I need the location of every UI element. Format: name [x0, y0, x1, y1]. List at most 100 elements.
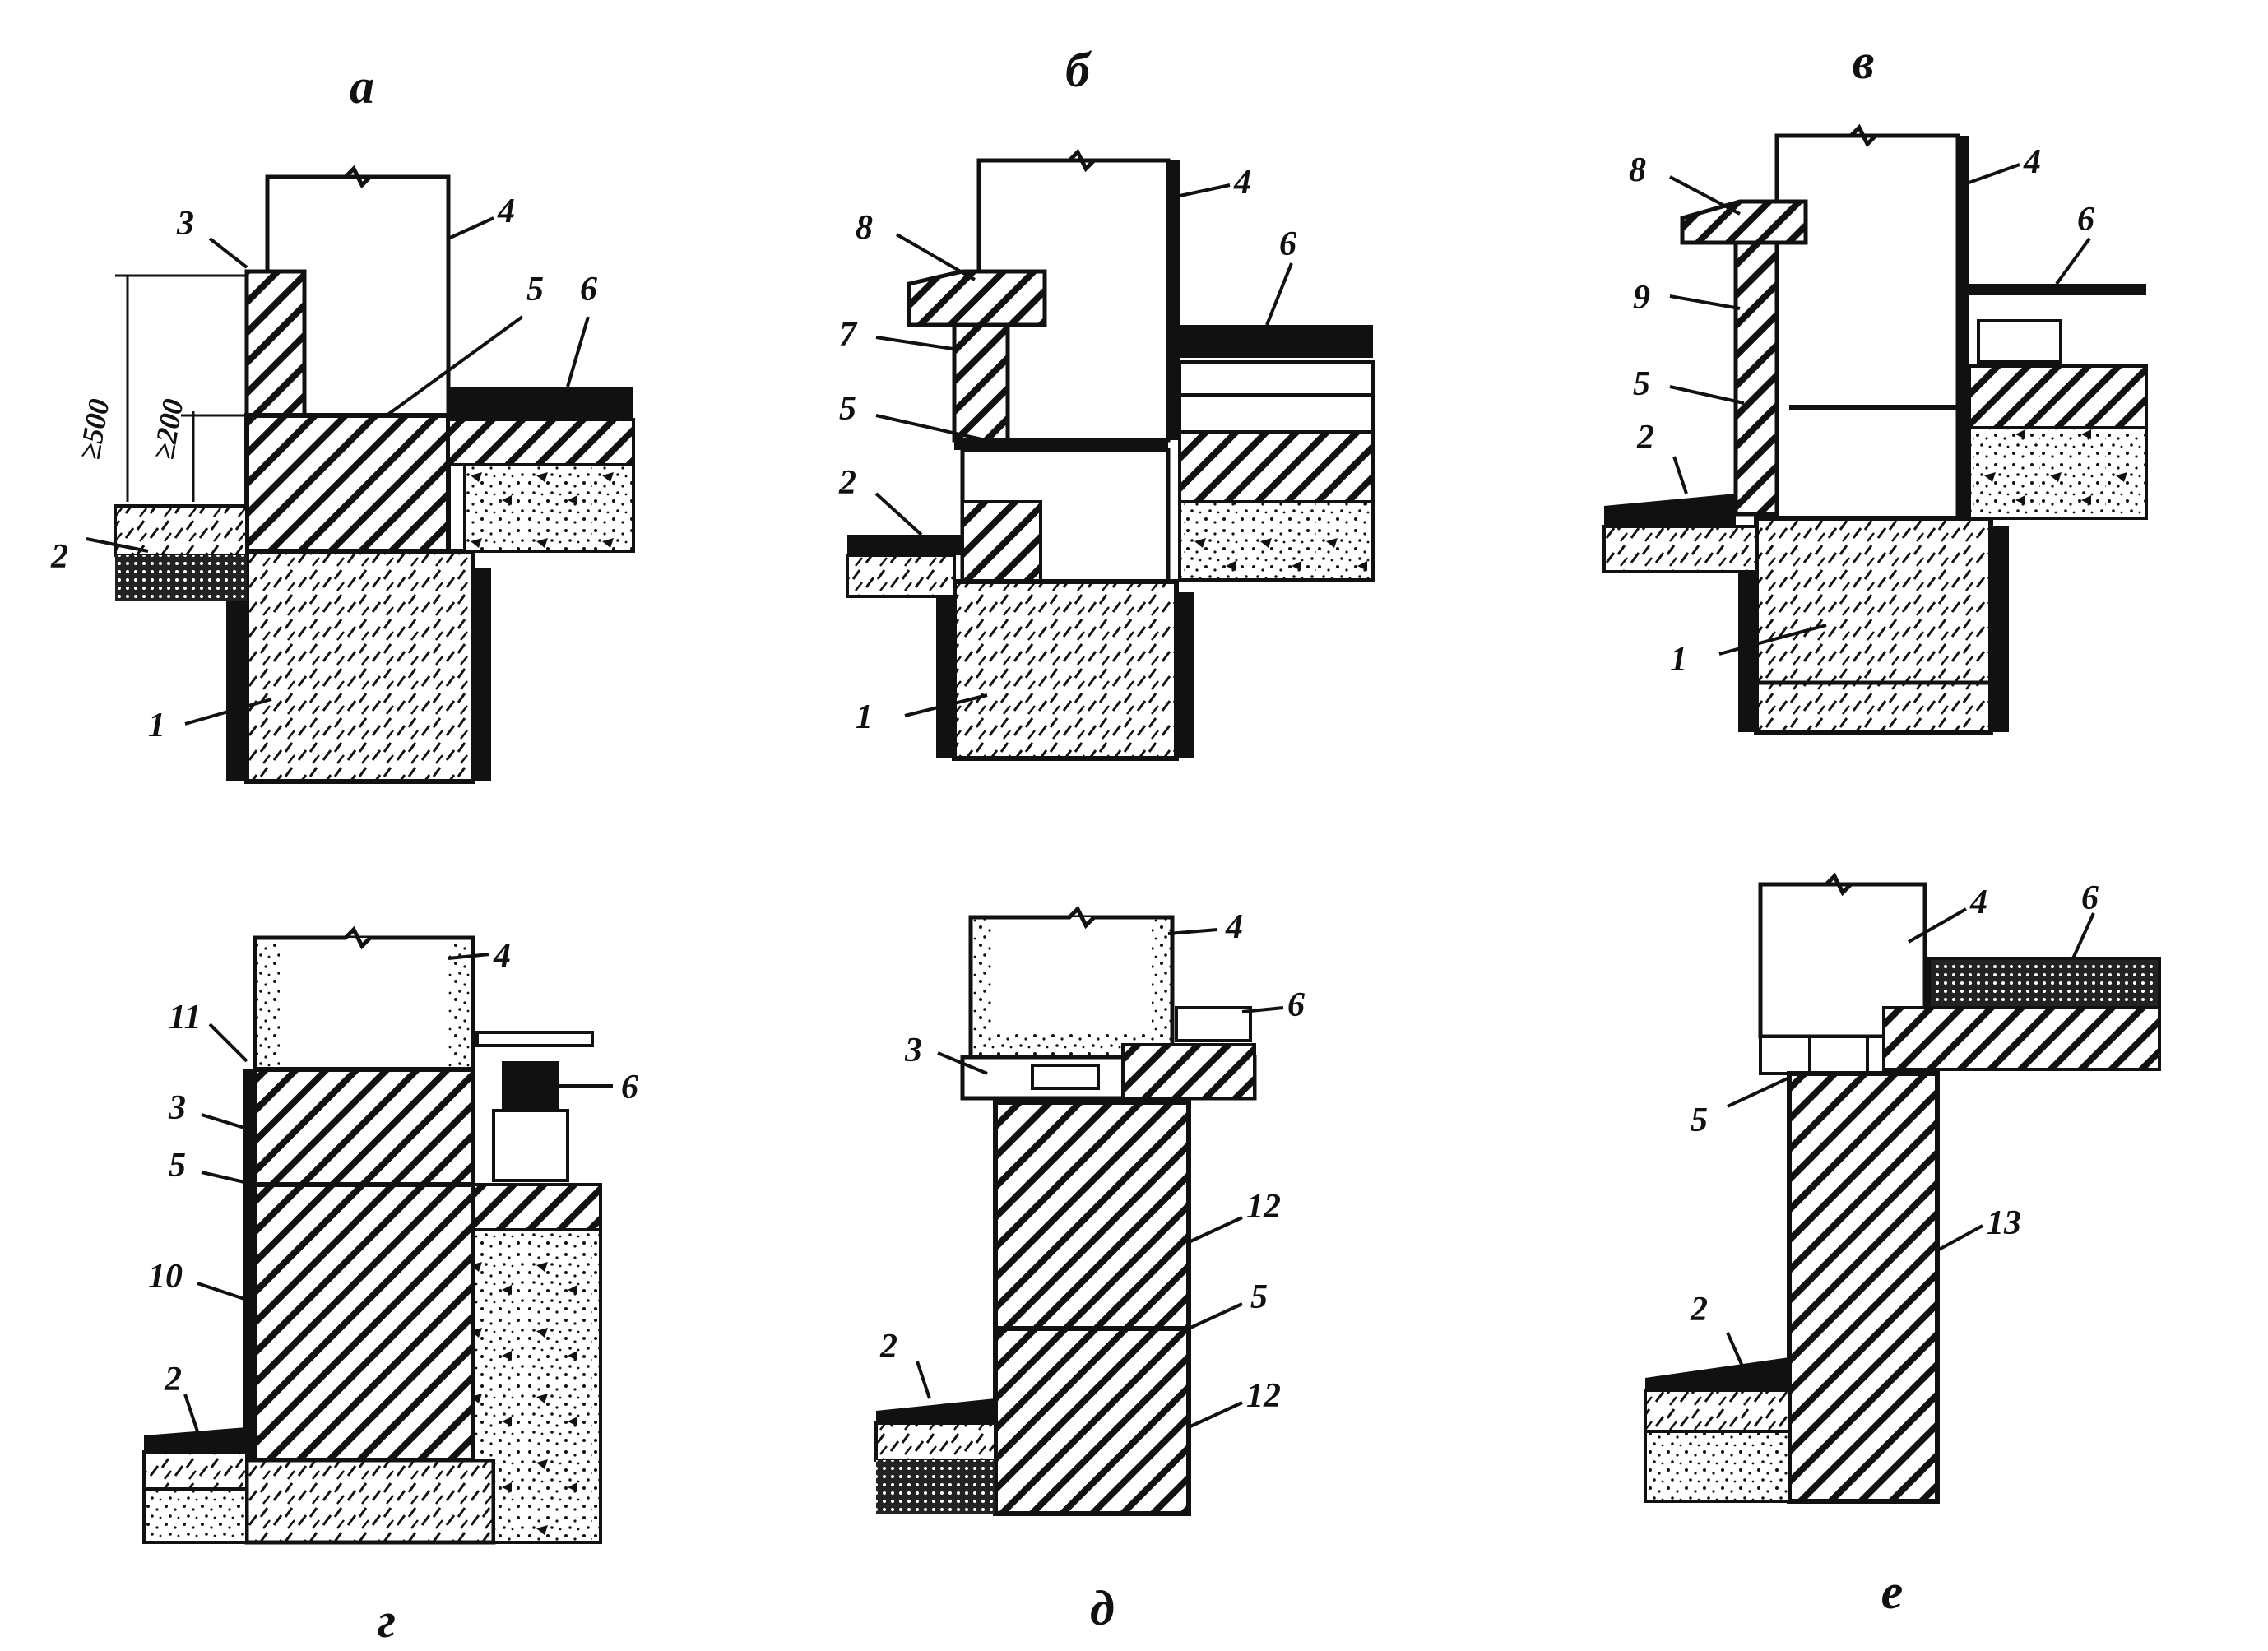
panel-d: д 3 4 6 12 5 12 2	[874, 905, 1305, 1635]
leader-line	[1718, 624, 1827, 656]
leader-line	[916, 1361, 931, 1399]
leader-line	[1669, 294, 1741, 310]
wall-void	[991, 917, 1152, 1032]
panel-label-g: г	[378, 1593, 396, 1648]
leader-line	[448, 216, 494, 240]
blind-area-top	[847, 535, 962, 555]
soil-edge	[936, 592, 954, 758]
break-line	[255, 925, 473, 950]
plinth-block	[244, 413, 451, 554]
leader-line	[1726, 1332, 1746, 1370]
callout-2: 2	[164, 1361, 182, 1398]
compacted-base	[876, 1460, 995, 1514]
wall-inner-line	[1958, 136, 1969, 518]
callout-8: 8	[856, 209, 873, 247]
callout-13: 13	[1987, 1204, 2021, 1242]
callout-4: 4	[493, 937, 511, 975]
plinth-facing-slab	[1733, 240, 1779, 517]
blind-area	[142, 1450, 248, 1491]
leader-line	[1265, 262, 1293, 326]
block-upper	[993, 1100, 1191, 1331]
callout-9: 9	[1633, 279, 1650, 317]
sand-base	[142, 1487, 248, 1544]
callout-5: 5	[526, 271, 544, 308]
leader-line	[86, 537, 149, 553]
floor-board	[475, 1031, 594, 1047]
leader-line	[448, 953, 490, 960]
leader-line	[874, 492, 923, 536]
panel-b: б 8 7 5 2 4 6 1	[838, 43, 1375, 761]
callout-5: 5	[1633, 365, 1650, 403]
callout-6: 6	[580, 271, 597, 308]
blind-area	[846, 554, 956, 598]
leader-line	[904, 693, 988, 717]
callout-3: 3	[904, 1032, 922, 1069]
facing-layer	[243, 1069, 255, 1460]
panel-label-e: е	[1881, 1565, 1904, 1619]
leader-line	[2055, 237, 2091, 285]
callout-4: 4	[2023, 143, 2041, 181]
callout-12: 12	[1246, 1188, 1281, 1226]
plinth-facing-lower	[961, 500, 1042, 583]
floor-slab	[1121, 1043, 1256, 1100]
floor-slab	[1882, 1006, 2161, 1071]
floor-support-post	[492, 1109, 569, 1182]
plinth-block-upper	[253, 1067, 475, 1187]
leader-line	[183, 1394, 199, 1432]
sill-stone	[907, 269, 1047, 327]
leader-line	[201, 1171, 256, 1186]
panel-label-b: б	[1065, 43, 1092, 97]
floor-joist-support	[1977, 319, 2062, 364]
plinth-block-lower	[253, 1182, 475, 1463]
panel-e: е 4 6 5 13 2	[1644, 872, 2161, 1619]
leader-line	[566, 316, 590, 387]
callout-7: 7	[839, 316, 858, 354]
callout-5: 5	[839, 390, 856, 428]
floor-base	[1178, 500, 1375, 582]
foundation-base	[244, 1458, 496, 1545]
wall-inner-line	[1168, 160, 1180, 440]
leader-line	[184, 698, 272, 726]
floor-slab	[1178, 430, 1375, 503]
leader-line	[1669, 385, 1745, 405]
leader-line	[1669, 175, 1741, 216]
leader-line	[1908, 907, 1967, 944]
callout-12: 12	[1246, 1377, 1281, 1415]
break-line	[1760, 872, 1925, 897]
leader-line	[1727, 1076, 1790, 1108]
panel-label-a: а	[350, 59, 374, 114]
break-line	[979, 148, 1168, 173]
blind-area-top	[144, 1427, 247, 1452]
leader-line	[1961, 163, 2020, 187]
foundation	[244, 549, 475, 784]
callout-1: 1	[148, 707, 165, 744]
callout-8: 8	[1629, 151, 1646, 189]
leader-line	[208, 1023, 248, 1063]
leader-line	[1936, 1224, 1983, 1252]
wall-above	[1758, 882, 1927, 1039]
soil-edge	[226, 592, 247, 781]
soil-edge	[473, 568, 491, 781]
plinth-facing	[952, 322, 1010, 443]
callout-2: 2	[50, 538, 68, 576]
callout-6: 6	[2081, 879, 2099, 917]
floor-finish	[448, 387, 633, 420]
callout-1: 1	[1670, 641, 1687, 679]
break-line	[971, 905, 1172, 930]
callout-6: 6	[621, 1069, 638, 1106]
callout-2: 2	[1690, 1291, 1708, 1329]
dimension-500: ≥500	[72, 397, 115, 462]
callout-6: 6	[2077, 201, 2094, 239]
floor-finish	[1927, 957, 2161, 1009]
leader-line	[1171, 183, 1231, 199]
compacted-soil	[115, 555, 247, 601]
block-lower	[993, 1326, 1191, 1516]
break-line	[1777, 123, 1958, 148]
blind-area-top	[1645, 1357, 1789, 1390]
panel-g: г 11 3 5 10 2 4 6	[142, 925, 638, 1648]
panel-label-d: д	[1090, 1581, 1115, 1635]
soil-edge	[1738, 526, 1756, 732]
panel-a: а ≥500 ≥200 3 4 5 6 2	[50, 59, 635, 784]
